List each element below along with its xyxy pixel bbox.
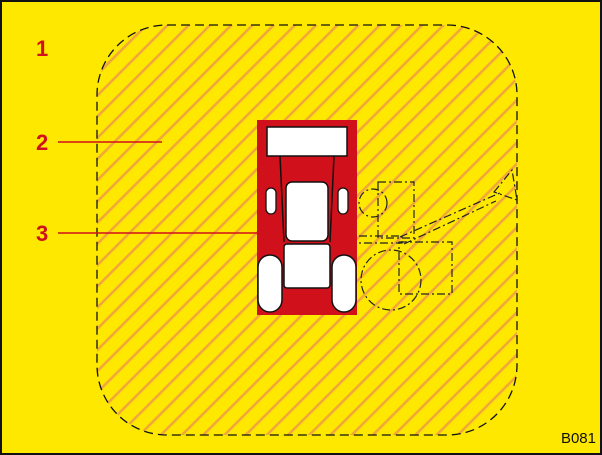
callout-2-label: 2 xyxy=(36,130,48,155)
callout-1-label: 1 xyxy=(36,36,48,61)
figure-code: B081 xyxy=(561,430,596,447)
tractor-top-view-icon xyxy=(257,120,357,315)
callout-3-label: 3 xyxy=(36,221,48,246)
backhoe-attachment-outline-icon xyxy=(358,168,518,311)
